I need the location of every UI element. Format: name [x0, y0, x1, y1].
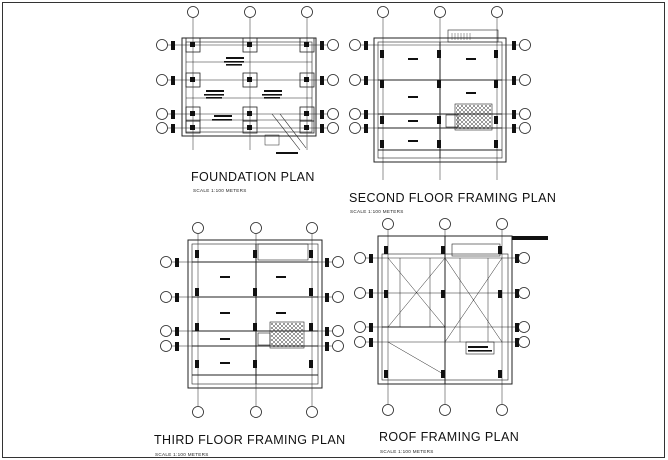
second-floor-plan: [349, 6, 531, 180]
hatched-area: [456, 105, 491, 129]
roof-plan-scale: SCALE 1:100 METERS: [380, 449, 434, 454]
grid-bubbles: [349, 6, 531, 134]
second-floor-plan-scale: SCALE 1:100 METERS: [350, 209, 404, 214]
grid-bubbles: [160, 222, 344, 418]
roof-plan: [354, 218, 548, 416]
third-floor-plan-title: THIRD FLOOR FRAMING PLAN: [154, 433, 346, 447]
roof-plan-title: ROOF FRAMING PLAN: [379, 430, 519, 444]
foundation-plan-title: FOUNDATION PLAN: [191, 170, 315, 184]
third-floor-plan: [160, 222, 344, 418]
grid-bubbles: [156, 6, 339, 134]
hatched-area: [271, 323, 303, 347]
foundation-plan-scale: SCALE 1:100 METERS: [193, 188, 247, 193]
foundation-plan: [156, 6, 339, 154]
second-floor-plan-title: SECOND FLOOR FRAMING PLAN: [349, 191, 556, 205]
third-floor-plan-scale: SCALE 1:100 METERS: [155, 452, 209, 457]
